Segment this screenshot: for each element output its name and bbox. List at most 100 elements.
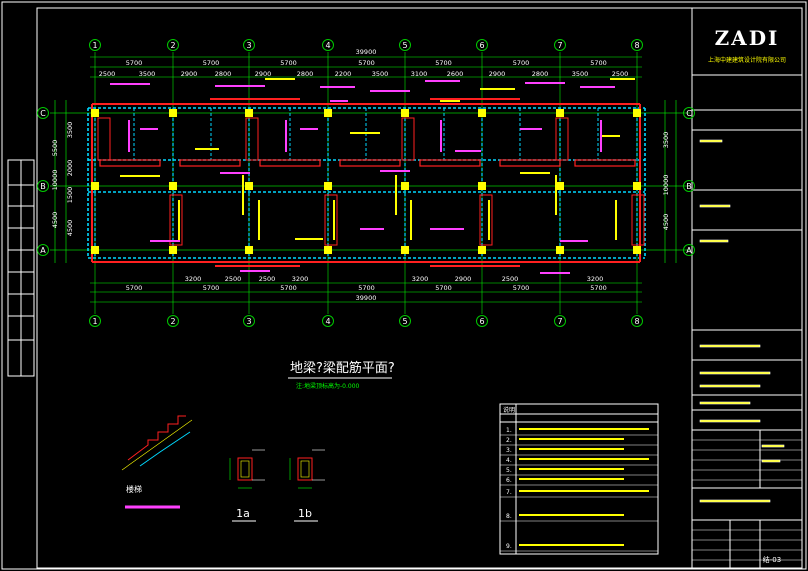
- dim-top-2: 5700: [280, 59, 297, 67]
- annotation-mark-2: [265, 78, 295, 80]
- grid-label-3: 3: [246, 317, 251, 326]
- beam-room-1: [179, 159, 241, 167]
- dim-bottom-sub-5: 2900: [455, 275, 472, 283]
- section-1b-label: 1b: [298, 507, 312, 520]
- grid-bubble-1: [89, 315, 101, 327]
- annotation-mark-13: [350, 132, 380, 134]
- grid-label-5: 5: [402, 317, 407, 326]
- grid-label-8: 8: [634, 317, 639, 326]
- tb-text-mark-7: [699, 419, 761, 423]
- stair-label: 楼梯: [126, 484, 142, 494]
- grid-bubble-1: [89, 39, 101, 51]
- dim-top-4: 5700: [435, 59, 452, 67]
- dim-left-sub-1: 2000: [66, 160, 74, 177]
- note-number-2: 2.: [506, 437, 512, 444]
- note-text-mark-7: [519, 490, 649, 492]
- grid-bubble-C: [37, 107, 49, 119]
- annotation-mark-29: [440, 100, 460, 102]
- beam-label-vertical-3: [333, 200, 335, 240]
- note-text-mark-5: [519, 468, 624, 470]
- annotation-mark-1: [215, 85, 265, 87]
- dim-bottom-2: 5700: [280, 284, 297, 292]
- annotation-mark-24: [560, 240, 588, 242]
- column-A: [556, 246, 564, 254]
- tb-text-mark-3: [699, 344, 761, 348]
- grid-label-4: 4: [325, 41, 330, 50]
- beam-box-4: [169, 194, 183, 246]
- grid-label-A: A: [686, 246, 692, 255]
- grid-bubble-7: [554, 39, 566, 51]
- grid-bubble-A: [683, 244, 695, 256]
- annotation-mark-25: [240, 270, 270, 272]
- dim-top-sub-8: 3100: [411, 70, 428, 78]
- dim-bottom-3: 5700: [358, 284, 375, 292]
- grid-bubble-7: [554, 315, 566, 327]
- annotation-mark-10: [140, 128, 158, 130]
- beam-label-vertical-4: [395, 175, 397, 215]
- column-A: [91, 246, 99, 254]
- beam-room-3: [339, 159, 401, 167]
- dim-bottom-sub-6: 2500: [502, 275, 519, 283]
- tb-text-mark-0: [699, 139, 723, 143]
- dim-left-sub-3: 4500: [66, 220, 74, 237]
- grid-bubble-B: [683, 180, 695, 192]
- grid-bubble-2: [167, 315, 179, 327]
- grid-bubble-3: [243, 315, 255, 327]
- beam-label-vertical-5: [410, 200, 412, 240]
- note-number-8: 8.: [506, 513, 512, 520]
- beam-label-vertical-0: [178, 200, 180, 240]
- dim-top-0: 5700: [126, 59, 143, 67]
- grid-label-7: 7: [557, 41, 562, 50]
- column-A: [169, 246, 177, 254]
- dim-top-sub-9: 2600: [447, 70, 464, 78]
- annotation-mark-16: [600, 135, 620, 137]
- beam-box-7: [631, 194, 645, 246]
- dim-left-sub-2: 1500: [66, 187, 74, 204]
- dim-total-bottom: 39900: [356, 294, 377, 302]
- column-B: [633, 182, 641, 190]
- tb-text-mark-8: [699, 499, 771, 503]
- annotation-mark-28: [330, 100, 348, 102]
- dim-bottom-6: 5700: [590, 284, 607, 292]
- dim-left-sub-0: 3500: [66, 122, 74, 139]
- column-C: [633, 109, 641, 117]
- dim-top-sub-2: 2900: [181, 70, 198, 78]
- dim-left-1: 10000: [51, 170, 59, 191]
- beam-label-vertical-1: [242, 175, 244, 215]
- grid-bubble-2: [167, 39, 179, 51]
- beam-label-vertical-6: [488, 200, 490, 240]
- grid-bubble-8: [631, 39, 643, 51]
- dim-top-sub-7: 3500: [372, 70, 389, 78]
- note-text-mark-8: [519, 514, 624, 516]
- annotation-mark-18: [220, 172, 250, 174]
- annotation-mark-21: [150, 240, 180, 242]
- dim-top-sub-13: 2500: [612, 70, 629, 78]
- dim-bottom-5: 5700: [513, 284, 530, 292]
- note-number-7: 7.: [506, 489, 512, 496]
- annotation-mark-15: [520, 128, 542, 130]
- annotation-mark-20: [520, 172, 550, 174]
- annotation-mark-8: [580, 86, 615, 88]
- note-number-3: 3.: [506, 447, 512, 454]
- dim-left-0: 5500: [51, 140, 59, 157]
- annotation-mark-19: [380, 170, 410, 172]
- beam-label-vertical-m-3: [600, 120, 602, 152]
- annotation-mark-5: [425, 80, 460, 82]
- dim-top-sub-5: 2800: [297, 70, 314, 78]
- company-logo: ZADI: [715, 26, 780, 50]
- grid-bubble-4: [322, 39, 334, 51]
- grid-label-A: A: [40, 246, 46, 255]
- note-number-6: 6.: [506, 477, 512, 484]
- annotation-mark-9: [610, 78, 635, 80]
- note-text-mark-9: [519, 544, 624, 546]
- beam-box-5: [324, 194, 338, 246]
- grid-bubble-4: [322, 315, 334, 327]
- section-1a-label: 1a: [236, 507, 250, 520]
- annotation-mark-0: [110, 83, 150, 85]
- sheet-number: 结-03: [763, 555, 781, 564]
- dim-top-sub-11: 2800: [532, 70, 549, 78]
- annotation-mark-23: [430, 228, 464, 230]
- dim-bottom-sub-4: 3200: [412, 275, 429, 283]
